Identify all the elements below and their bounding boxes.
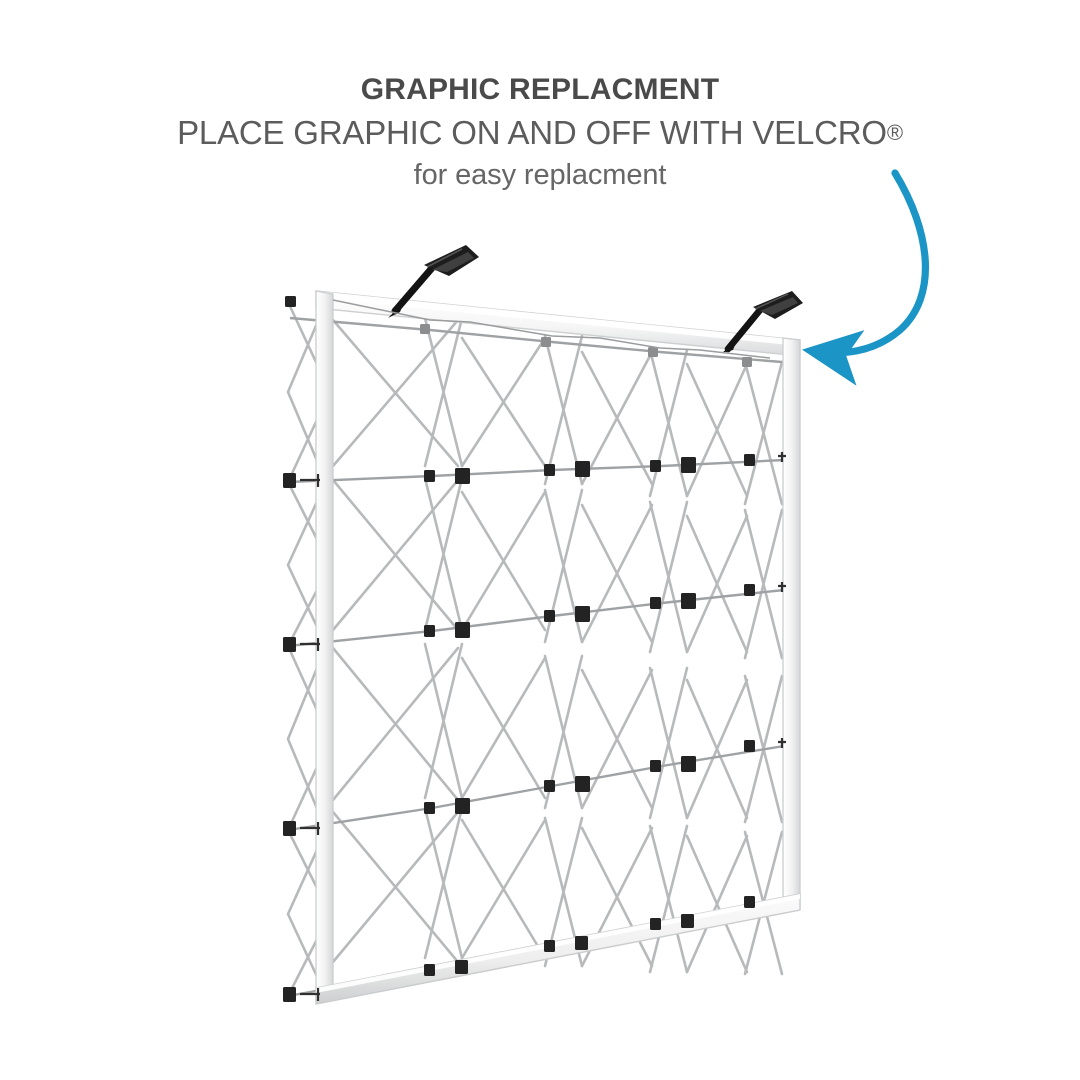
connector-block — [455, 622, 470, 638]
connector-block — [681, 593, 696, 609]
lattice-connectors — [283, 296, 755, 1002]
spotlight-clamp — [722, 340, 737, 353]
connector-block — [544, 940, 555, 952]
frame-right-post — [782, 337, 801, 909]
connector-block — [744, 896, 755, 908]
connector-block — [648, 347, 658, 357]
connector-block — [681, 756, 696, 772]
spotlight-left — [388, 245, 479, 318]
frame-bottom-rail-highlight — [316, 894, 800, 993]
spotlight-arm — [391, 264, 436, 315]
spotlight-right — [722, 291, 803, 353]
connector-block — [420, 324, 430, 334]
connector-block — [650, 760, 661, 772]
connector-block — [744, 454, 755, 466]
connector-block — [681, 914, 694, 928]
crossbar-row2 — [287, 588, 785, 648]
connector-block — [681, 457, 696, 473]
connector-block — [455, 468, 470, 484]
spotlight-head-icon — [424, 245, 479, 276]
display-frame — [315, 290, 801, 1005]
connector-block — [650, 597, 661, 609]
connector-block — [544, 780, 555, 792]
connector-block — [285, 296, 296, 307]
connector-block — [650, 918, 661, 930]
connector-block — [424, 625, 435, 637]
connector-block — [283, 637, 296, 652]
spotlight-clamp — [388, 302, 404, 318]
connector-block — [455, 960, 468, 974]
connector-block — [650, 460, 661, 472]
connector-block — [742, 357, 752, 367]
power-cable — [332, 299, 771, 359]
connector-block — [541, 337, 551, 347]
connector-block — [544, 610, 555, 622]
heading-block: GRAPHIC REPLACMENT PLACE GRAPHIC ON AND … — [0, 72, 1080, 194]
connector-block — [544, 464, 555, 476]
spotlight-arm — [724, 306, 764, 353]
arrow-curve-icon — [802, 169, 929, 386]
registered-trademark-icon: ® — [886, 120, 903, 146]
connector-block — [575, 936, 588, 950]
lattice-pins — [300, 452, 786, 1001]
connector-block — [575, 776, 590, 792]
frame-top-rail-highlight — [316, 291, 800, 346]
crossbar-row1 — [287, 458, 785, 484]
connector-block — [744, 584, 755, 596]
spotlight-head-icon — [753, 291, 803, 319]
subtitle-primary-text: PLACE GRAPHIC ON AND OFF WITH VELCRO — [177, 114, 887, 152]
subtitle-primary: PLACE GRAPHIC ON AND OFF WITH VELCRO® — [0, 113, 1080, 154]
connector-block — [424, 470, 435, 482]
connector-block — [283, 821, 296, 836]
crossbar-top — [289, 316, 783, 364]
connector-block — [744, 740, 755, 752]
connector-block — [424, 964, 435, 976]
lattice-crossbars — [287, 316, 785, 998]
connector-block — [283, 987, 296, 1002]
connector-block — [575, 606, 590, 622]
callout-arrow — [802, 169, 929, 386]
connector-block — [455, 798, 470, 814]
subtitle-secondary: for easy replacment — [413, 159, 667, 192]
page-title: GRAPHIC REPLACMENT — [360, 73, 720, 106]
connector-block — [424, 802, 435, 814]
crossbar-row3 — [287, 744, 785, 832]
connector-block — [283, 473, 296, 488]
scissor-lattice — [286, 300, 784, 998]
connector-block — [575, 461, 590, 477]
